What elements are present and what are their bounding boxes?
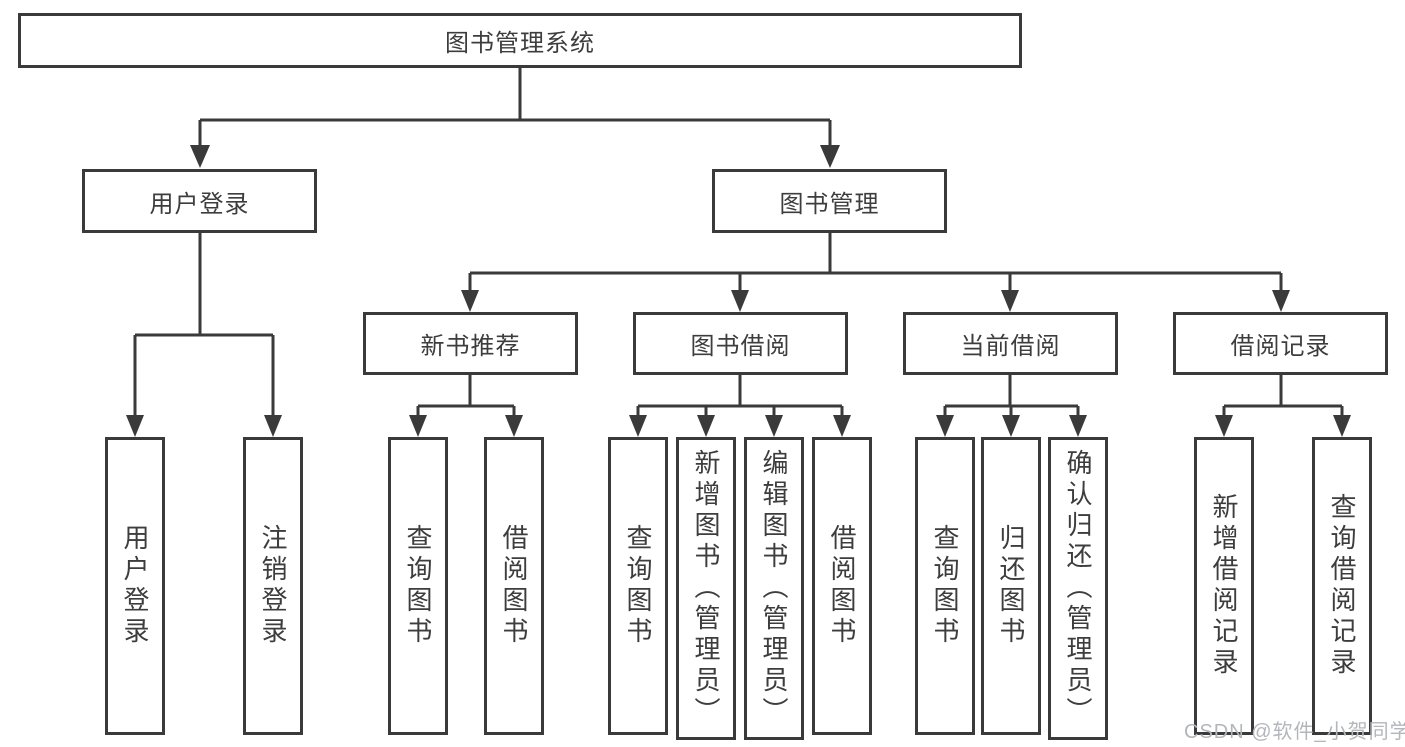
connector-book-borrowing-trunk	[638, 375, 842, 408]
arrowhead-icon	[126, 415, 144, 437]
leaf-query-borrow-record: 查询借阅记录	[1312, 437, 1372, 735]
arrowhead-icon	[505, 415, 523, 437]
arrowhead-icon	[409, 415, 427, 437]
arrowhead-icon	[1272, 290, 1290, 312]
arrowhead-icon	[1333, 415, 1351, 437]
arrowhead-icon	[765, 415, 783, 437]
arrowhead-icon	[461, 290, 479, 312]
node-user-login: 用户登录	[82, 169, 317, 233]
node-library-management-system: 图书管理系统	[18, 13, 1022, 68]
arrowhead-icon	[264, 415, 282, 437]
connector-user-login-trunk	[135, 233, 273, 337]
arrowhead-icon	[629, 415, 647, 437]
leaf-add-borrow-record: 新增借阅记录	[1194, 437, 1254, 735]
node-book-management: 图书管理	[712, 169, 947, 233]
csdn-watermark: CSDN @软件_小贺同学	[1184, 721, 1405, 743]
leaf-query-books-1: 查询图书	[388, 437, 448, 735]
arrowhead-icon	[936, 415, 954, 437]
leaf-edit-book-admin: 编辑图书（管理员）	[744, 437, 804, 740]
connector-current-borrowing-trunk	[945, 375, 1078, 408]
arrowhead-icon	[1001, 290, 1019, 312]
connector-book-management-trunk	[470, 233, 1281, 275]
arrowhead-icon	[833, 415, 851, 437]
arrowhead-icon	[1215, 415, 1233, 437]
connector-borrowing-records-trunk	[1224, 375, 1342, 408]
node-book-borrowing: 图书借阅	[633, 312, 848, 375]
leaf-confirm-return-admin: 确认归还（管理员）	[1048, 437, 1108, 740]
arrowhead-icon	[820, 145, 840, 168]
leaf-borrow-books-2: 借阅图书	[812, 437, 872, 735]
arrowhead-icon	[1069, 415, 1087, 437]
arrowhead-icon	[1002, 415, 1020, 437]
node-new-book-recommendation: 新书推荐	[363, 312, 578, 375]
leaf-user-login: 用户登录	[105, 437, 165, 735]
arrowhead-icon	[190, 145, 210, 168]
leaf-query-books-2: 查询图书	[608, 437, 668, 735]
node-borrowing-records: 借阅记录	[1173, 312, 1388, 375]
node-current-borrowing: 当前借阅	[903, 312, 1118, 375]
leaf-return-books: 归还图书	[981, 437, 1041, 735]
leaf-query-books-3: 查询图书	[915, 437, 975, 735]
arrowhead-icon	[697, 415, 715, 437]
connector-new-book-trunk	[418, 375, 514, 408]
connector-root-trunk	[200, 68, 830, 122]
leaf-borrow-books-1: 借阅图书	[484, 437, 544, 735]
arrowhead-icon	[731, 290, 749, 312]
leaf-logout: 注销登录	[243, 437, 303, 735]
leaf-add-book-admin: 新增图书（管理员）	[676, 437, 736, 740]
